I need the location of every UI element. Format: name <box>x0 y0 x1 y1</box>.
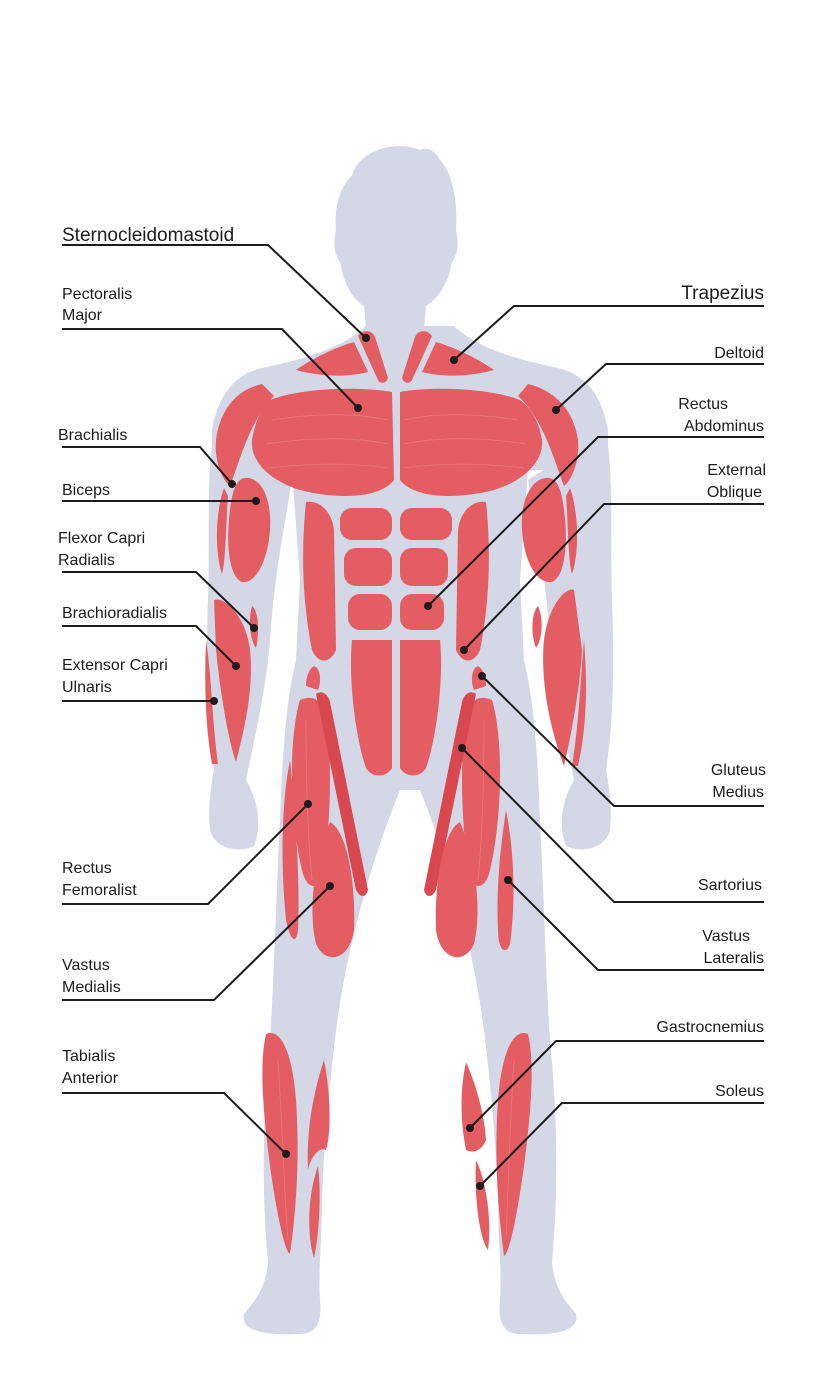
sternocleidomastoid-right <box>402 331 432 383</box>
trapezius-left <box>296 342 368 376</box>
abs-2l <box>344 548 392 586</box>
left-arm <box>206 430 292 850</box>
label-rectus-abdominus-2: Abdominus <box>684 418 764 435</box>
leader-lines <box>62 244 764 1190</box>
labels-left: Sternocleidomastoid Pectoralis Major Bra… <box>58 225 234 1087</box>
label-rectus-abdominus-1: Rectus <box>678 396 728 413</box>
label-pectoralis-major-1: Pectoralis <box>62 286 132 303</box>
label-sartorius: Sartorius <box>698 877 762 894</box>
vastus-lateralis-left <box>282 760 299 940</box>
label-pectoralis-major-2: Major <box>62 307 103 324</box>
sartorius-right <box>424 692 476 896</box>
vastus-medialis-left <box>312 822 355 958</box>
label-sternocleidomastoid: Sternocleidomastoid <box>62 225 234 246</box>
trapezius-right <box>422 342 494 376</box>
calf-left <box>307 1060 330 1170</box>
label-vastus-medialis-1: Vastus <box>62 957 110 974</box>
label-extensor-capri-ulnaris-1: Extensor Capri <box>62 657 168 674</box>
label-external-oblique-2: Oblique <box>707 484 762 501</box>
gluteus-medius-left <box>306 666 321 690</box>
extensor-right <box>572 640 586 766</box>
abs-1l <box>340 508 392 540</box>
label-rectus-femoralist-2: Femoralist <box>62 882 137 899</box>
label-gluteus-medius-1: Gluteus <box>711 762 766 779</box>
tibialis-anterior-left <box>262 1033 298 1254</box>
label-external-oblique-1: External <box>707 462 766 479</box>
label-extensor-capri-ulnaris-2: Ulnaris <box>62 679 112 696</box>
label-tabialis-anterior-2: Anterior <box>62 1070 119 1087</box>
labels-right: Trapezius Deltoid Rectus Abdominus Exter… <box>656 283 766 1100</box>
label-rectus-femoralist-1: Rectus <box>62 860 112 877</box>
label-soleus: Soleus <box>715 1083 764 1100</box>
soleus-left <box>309 1166 320 1258</box>
brachioradialis-right <box>543 589 582 766</box>
flexor-right <box>532 606 542 648</box>
abs-2r <box>400 548 448 586</box>
label-vastus-medialis-2: Medialis <box>62 979 121 996</box>
label-brachioradialis: Brachioradialis <box>62 605 167 622</box>
sternocleidomastoid-left <box>358 331 388 383</box>
label-gluteus-medius-2: Medius <box>712 784 764 801</box>
label-flexor-capri-radialis-1: Flexor Capri <box>58 530 145 547</box>
brachialis-right <box>566 488 578 574</box>
abs-lower-left <box>350 640 392 776</box>
external-oblique-left <box>303 501 336 661</box>
external-oblique-right <box>456 501 489 661</box>
label-gastrocnemius: Gastrocnemius <box>656 1019 764 1036</box>
deltoid-left <box>215 384 274 486</box>
soleus-right <box>475 1160 490 1250</box>
abs-1r <box>400 508 452 540</box>
rectus-femoris-left <box>291 697 330 886</box>
biceps-left <box>228 477 271 583</box>
label-vastus-lateralis-2: Lateralis <box>704 950 764 967</box>
label-biceps: Biceps <box>62 482 110 499</box>
abs-lower-right <box>400 640 442 776</box>
label-brachialis: Brachialis <box>58 427 127 444</box>
head <box>334 146 458 328</box>
sartorius-left <box>316 692 368 896</box>
deltoid-right <box>518 384 579 486</box>
label-tabialis-anterior-1: Tabialis <box>62 1048 115 1065</box>
label-vastus-lateralis-1: Vastus <box>702 928 750 945</box>
tibialis-right <box>496 1033 532 1256</box>
label-flexor-capri-radialis-2: Radialis <box>58 552 115 569</box>
gastrocnemius-right <box>461 1062 486 1152</box>
brachioradialis-left <box>214 599 251 762</box>
abs-3l <box>348 594 392 630</box>
brachialis-left <box>216 488 228 574</box>
abs-3r <box>400 594 444 630</box>
label-deltoid: Deltoid <box>714 345 764 362</box>
vastus-medialis-right <box>435 822 478 958</box>
label-trapezius: Trapezius <box>681 283 764 304</box>
rectus-femoris-right <box>462 697 501 886</box>
